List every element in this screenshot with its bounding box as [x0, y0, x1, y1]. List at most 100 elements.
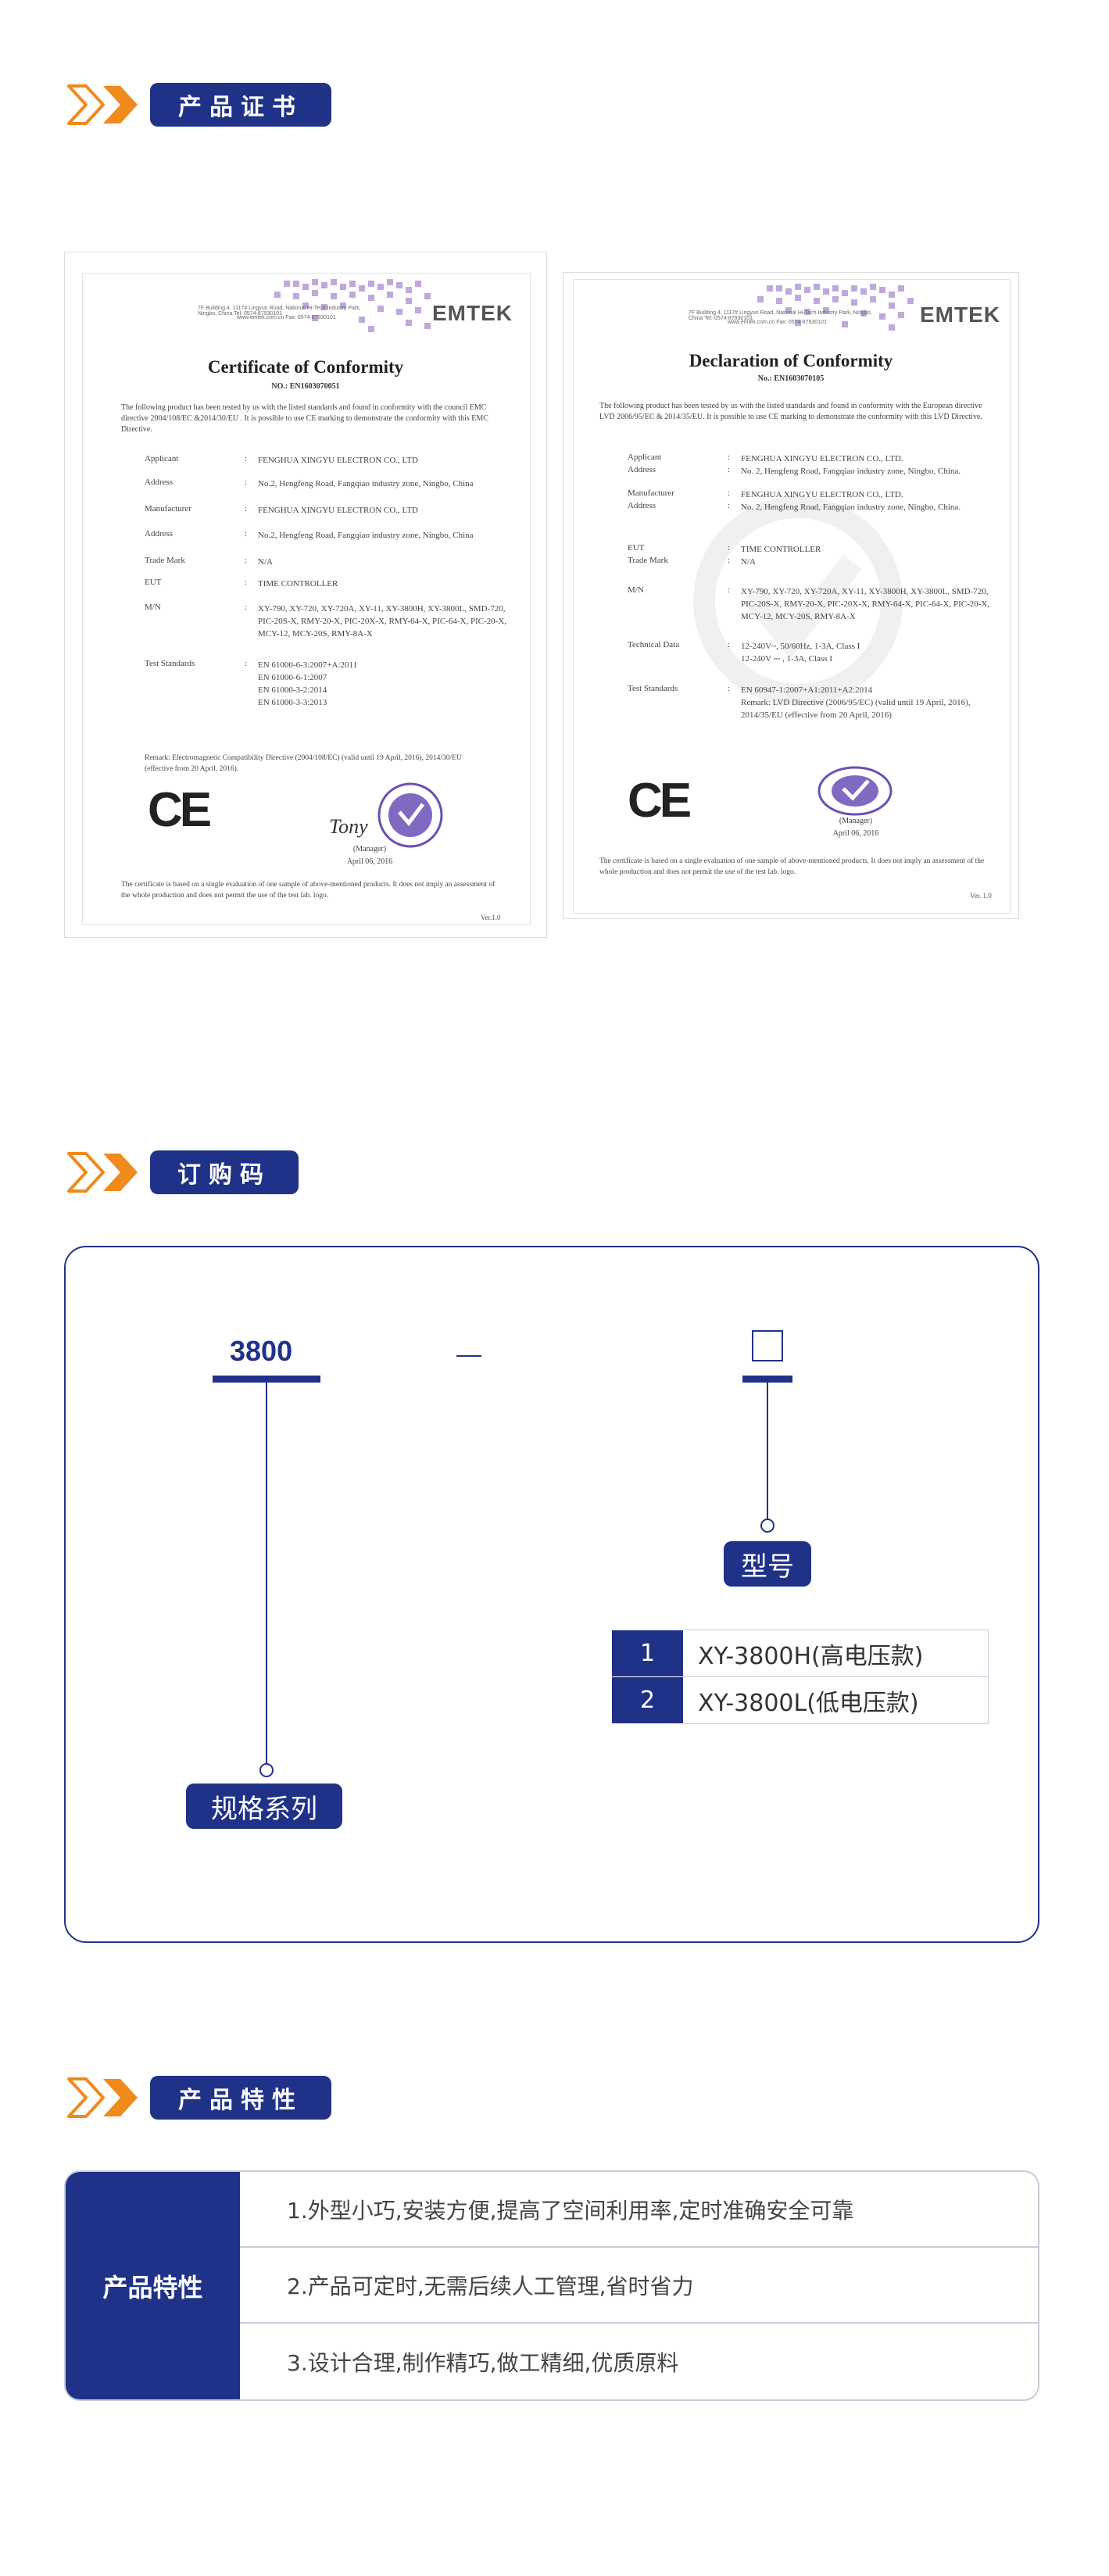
chevron-outline-icon [67, 2077, 105, 2118]
certificate-fields: Applicant: FENGHUA XINGYU ELECTRON CO., L… [628, 453, 1003, 765]
section-header-features: 产品特性 [64, 2074, 345, 2121]
field-colon: : [728, 684, 731, 693]
field-value: No. 2, Hengfeng Road, Fangqiao industry … [741, 467, 961, 476]
field-key: Manufacturer [145, 504, 191, 513]
field-value: N/A [741, 557, 756, 567]
certificate-date: April 06, 2016 [832, 829, 879, 838]
emtek-seal-stamp [817, 766, 893, 816]
field-key: M/N [628, 585, 644, 595]
watermark-logo [693, 496, 903, 706]
field-value: TIME CONTROLLER [741, 545, 821, 554]
certificate-remark: Remark: Electromagnetic Compatibility Di… [145, 754, 462, 773]
certificate-title: Certificate of Conformity [207, 357, 404, 377]
field-colon: : [728, 465, 731, 474]
field-value: N/A [258, 557, 273, 567]
field-colon: : [245, 454, 248, 463]
field-value: TIME CONTROLLER [258, 579, 338, 589]
certificate-header-contact: www.emtek.com.cn Fax: 0574-87930101 [237, 315, 336, 320]
signature: Tony [329, 815, 368, 838]
field-key: Manufacturer [628, 488, 674, 498]
certificate-header-address: 7F Building 4, 1117# Lingyun Road, Natio… [198, 306, 361, 317]
feature-item-1: 1.外型小巧,安装方便,提高了空间利用率,定时准确安全可靠 [240, 2172, 1038, 2248]
world-map-dots [274, 279, 431, 332]
feature-item-3: 3.设计合理,制作精巧,做工精细,优质原料 [287, 2349, 679, 2376]
code-separator [456, 1355, 481, 1357]
field-key: Trade Mark [145, 556, 185, 565]
field-key: Address [145, 478, 174, 487]
model-connector-dot [760, 1519, 775, 1533]
chevron-solid-icon [103, 2079, 138, 2116]
field-colon: : [245, 556, 248, 565]
field-value: FENGHUA XINGYU ELECTRON CO., LTD [258, 506, 418, 515]
section-title: 产品特性 [150, 2076, 331, 2120]
ce-mark: CE [628, 774, 692, 828]
ce-mark: CE [148, 783, 212, 837]
certificate-number: No.: EN1603070105 [757, 374, 825, 383]
field-colon: : [245, 478, 248, 487]
emtek-seal-stamp [377, 782, 443, 848]
field-colon: : [245, 659, 248, 668]
field-value: EN 61000-6-3:2007+A:2011 EN 61000-6-1:20… [258, 660, 358, 707]
series-underline [213, 1376, 320, 1383]
field-key: EUT [145, 578, 162, 587]
field-value: XY-790, XY-720, XY-720A, XY-11, XY-3800H… [741, 587, 990, 621]
certificate-header-address: 7F Building 4, 1117# Lingyun Road, Natio… [689, 310, 872, 321]
field-value: No. 2, Hengfeng Road, Fangqiao industry … [741, 503, 961, 512]
order-code-panel [64, 1246, 1039, 1943]
certificate-date: April 06, 2016 [346, 857, 393, 866]
certificate-frame [573, 279, 1011, 914]
model-tag: 型号 [724, 1541, 811, 1587]
section-title: 订购码 [150, 1150, 299, 1194]
field-value: FENGHUA XINGYU ELECTRON CO., LTD [258, 456, 418, 465]
field-key: EUT [628, 543, 645, 553]
model-name: XY-3800H(高电压款) [683, 1630, 989, 1677]
world-map-dots [757, 284, 914, 331]
field-value: No.2, Hengfeng Road, Fangqiao industry z… [258, 479, 474, 488]
certificate-footer: The certificate is based on a single eva… [599, 857, 985, 876]
feature-item-2: 2.产品可定时,无需后续人工管理,省时省力 [240, 2248, 1038, 2324]
features-table: 产品特性 1.外型小巧,安装方便,提高了空间利用率,定时准确安全可靠 2.产品可… [64, 2170, 1039, 2401]
signer-role: (Manager) [839, 817, 873, 825]
series-tag: 规格系列 [186, 1784, 342, 1829]
certificate-frame [82, 273, 531, 925]
chevron-solid-icon [103, 1154, 138, 1191]
certificate-intro: The following product has been tested by… [599, 402, 982, 421]
series-connector-dot [259, 1763, 274, 1777]
series-connector-line [266, 1383, 267, 1766]
certificate-version: Ver.1.0 [481, 914, 501, 921]
certificate-header-contact: www.emtek.com.cn Fax: 0574-87930101 [728, 320, 827, 325]
field-colon: : [728, 556, 731, 565]
field-colon: : [728, 585, 731, 595]
field-key: Test Standards [628, 684, 678, 693]
certificate-number: NO.: EN1603070051 [271, 382, 340, 391]
field-colon: : [245, 603, 248, 612]
chevron-outline-icon [67, 1152, 105, 1193]
field-key: Test Standards [145, 659, 195, 668]
model-number: 1 [611, 1630, 684, 1677]
certificate-title: Declaration of Conformity [689, 351, 893, 370]
field-colon: : [245, 529, 248, 538]
field-colon: : [728, 501, 731, 510]
certificate-version: Ver. 1.0 [970, 892, 992, 900]
field-colon: : [728, 488, 731, 498]
field-colon: : [728, 640, 731, 649]
model-number: 2 [611, 1676, 684, 1724]
field-value: FENGHUA XINGYU ELECTRON CO., LTD. [741, 454, 903, 463]
emtek-logo: EMTEK [920, 302, 1000, 327]
model-underline [742, 1376, 792, 1383]
emtek-logo: EMTEK [432, 301, 513, 325]
field-key: Applicant [628, 453, 662, 462]
field-colon: : [245, 504, 248, 513]
field-key: M/N [145, 603, 161, 612]
field-value: No.2, Hengfeng Road, Fangqiao industry z… [258, 531, 474, 540]
field-value: XY-790, XY-720, XY-720A, XY-11, XY-3800H… [258, 604, 507, 639]
model-placeholder-box [752, 1330, 783, 1361]
series-code: 3800 [230, 1335, 293, 1367]
signer-role: (Manager) [352, 845, 387, 853]
field-value: 12-240V~, 50/60Hz, 1-3A, Class I 12-240V… [741, 642, 860, 664]
field-key: Trade Mark [628, 556, 668, 565]
field-key: Address [628, 501, 656, 510]
